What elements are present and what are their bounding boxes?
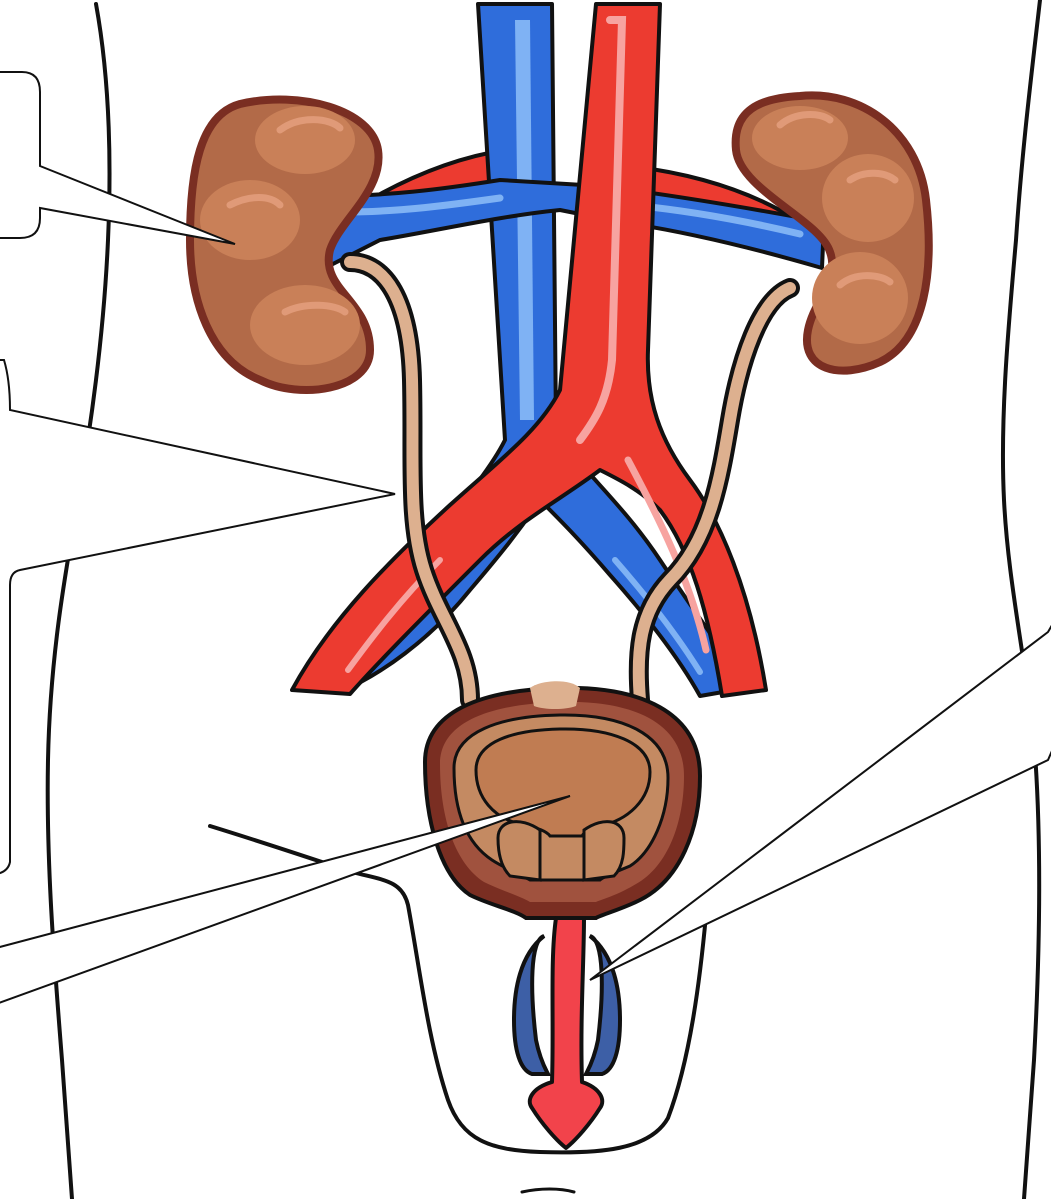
body-outline-right [1003,0,1040,1199]
pelvis-marks [522,1189,574,1192]
urethra [514,918,620,1148]
